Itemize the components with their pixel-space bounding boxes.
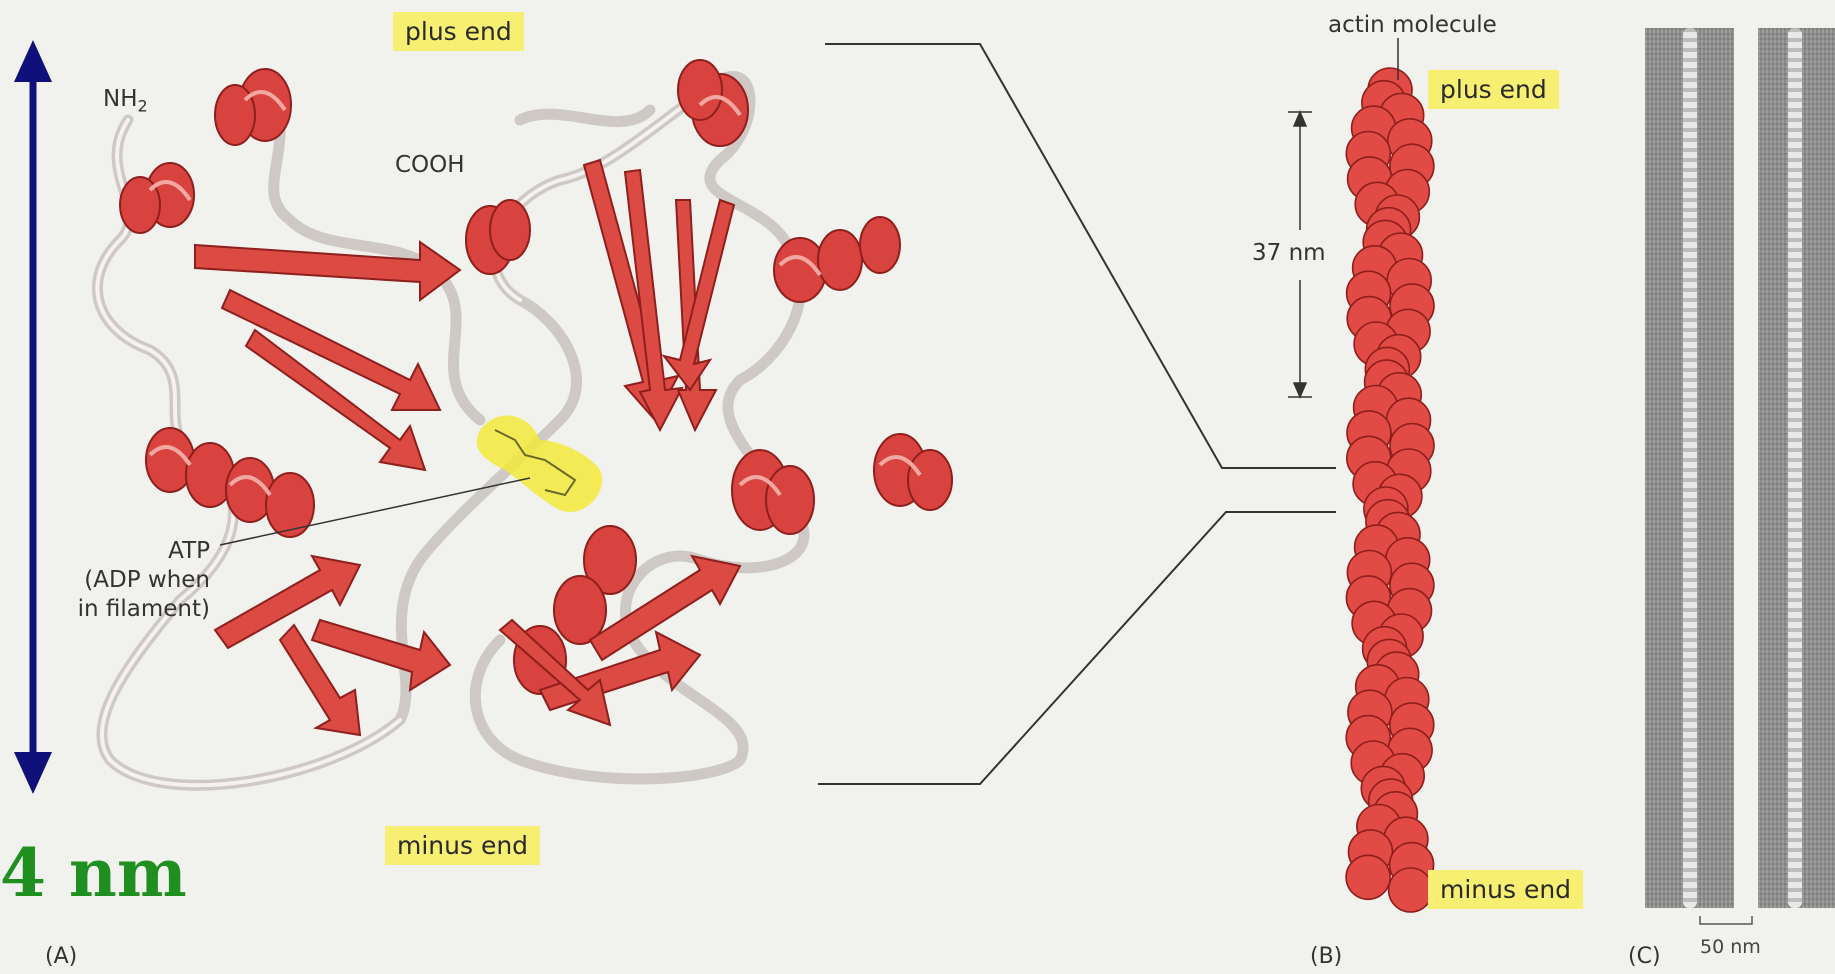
protein-coil [97, 76, 804, 785]
micrograph-left [1645, 28, 1734, 908]
nh2-label: NH2 [103, 86, 148, 116]
actin-filament [1346, 68, 1434, 912]
actin-subunit [1346, 855, 1390, 899]
micrograph-right [1758, 28, 1835, 908]
atp-label-line2: (ADP when [60, 566, 210, 595]
scale-50nm-label: 50 nm [1700, 936, 1761, 958]
scale-bar-50nm [1700, 916, 1752, 924]
repeat-37nm-label: 37 nm [1252, 240, 1326, 266]
actin-molecule-label: actin molecule [1328, 12, 1497, 38]
panel-b-label: (B) [1310, 944, 1342, 969]
atp-label-line1: ATP [60, 537, 210, 566]
plus-end-label-a: plus end [393, 12, 524, 51]
plus-end-label-b: plus end [1428, 70, 1559, 109]
dimension-label: 4 nm [0, 834, 187, 912]
dimension-arrow [14, 40, 52, 794]
minus-end-label-a: minus end [385, 826, 540, 865]
minus-end-label-b: minus end [1428, 870, 1583, 909]
zoom-lines [818, 44, 1336, 784]
atp-label-line3: in filament) [60, 595, 210, 624]
panel-c-label: (C) [1628, 944, 1661, 969]
cooh-label: COOH [395, 152, 465, 178]
atp-molecule [477, 416, 602, 512]
panel-a-label: (A) [45, 944, 77, 969]
nh2-text: NH2 [103, 86, 148, 112]
nh2-subscript: 2 [138, 97, 148, 116]
atp-label: ATP (ADP when in filament) [60, 537, 210, 624]
actin-subunit [1389, 868, 1433, 912]
alpha-helices [120, 60, 952, 694]
